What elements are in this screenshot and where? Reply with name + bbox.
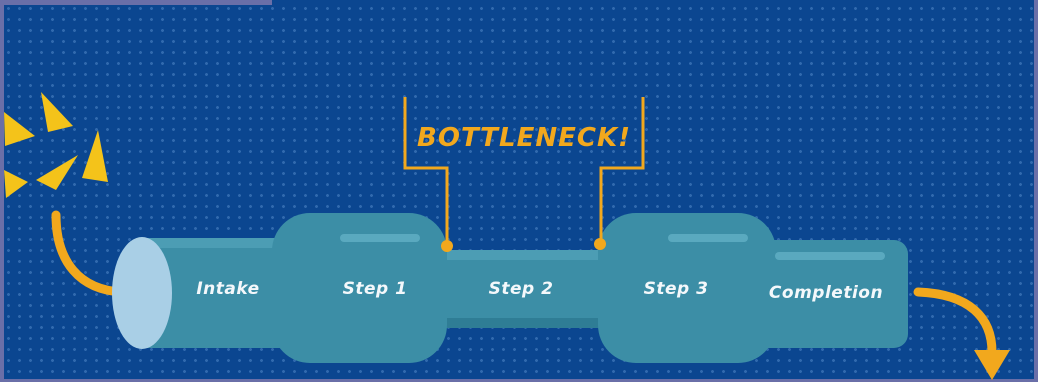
shard-4	[36, 155, 78, 190]
incoming-shards-icon	[4, 92, 108, 198]
shard-5	[4, 170, 28, 198]
stage-label-step-1: Step 1	[343, 279, 408, 299]
callout-marker-right	[594, 238, 606, 250]
stage-label-completion: Completion	[769, 283, 883, 303]
outgoing-arrow-icon	[918, 292, 1010, 380]
stage-label-step-3: Step 3	[644, 279, 709, 299]
callout-marker-left	[441, 240, 453, 252]
pipe-opening	[112, 237, 172, 349]
shard-1	[41, 92, 73, 132]
shard-2	[4, 112, 35, 146]
shard-3	[82, 130, 108, 182]
stage-label-step-2: Step 2	[489, 279, 554, 299]
bottleneck-label: BOTTLENECK!	[417, 123, 631, 153]
stage-label-intake: Intake	[196, 279, 259, 299]
